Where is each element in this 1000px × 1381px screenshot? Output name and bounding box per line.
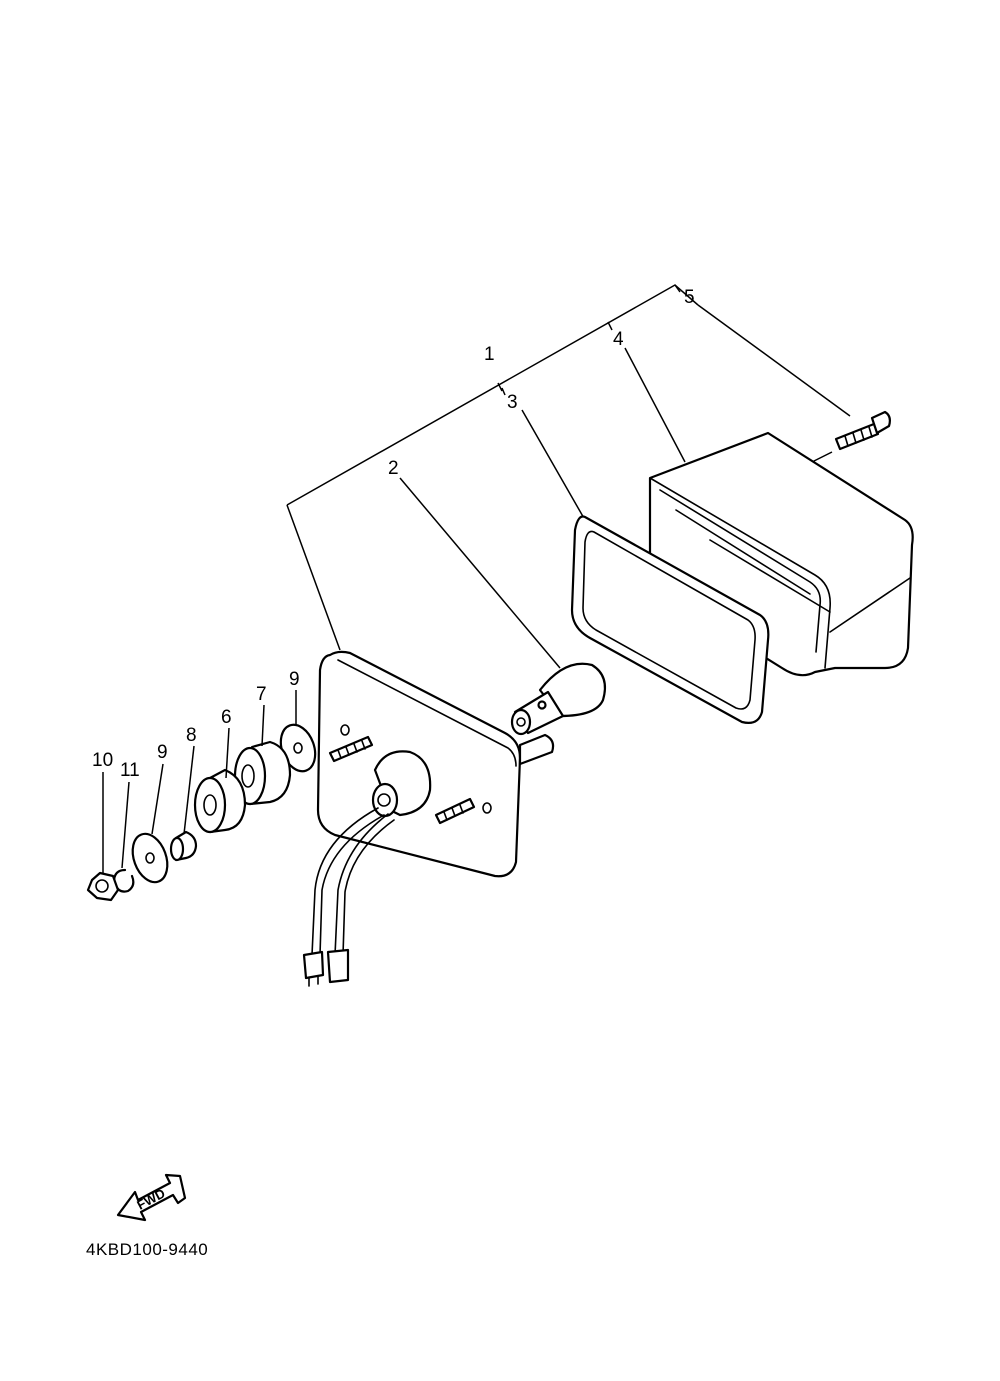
callout-5: 5: [684, 287, 695, 308]
callout-8: 8: [186, 725, 197, 746]
diagram-code: 4KBD100-9440: [86, 1240, 209, 1259]
grommet: [233, 740, 292, 806]
callout-ticks: [102, 690, 297, 874]
lamp-base-plate: [302, 650, 555, 987]
leader-lines: [399, 304, 851, 669]
fwd-arrow-icon: FWD: [116, 1173, 187, 1222]
lock-washer: [112, 868, 135, 893]
bulb: [510, 662, 607, 736]
callout-3: 3: [507, 392, 518, 413]
gasket: [570, 515, 770, 724]
callout-labels: 1 2 3 4 5 6 7 8 9 9 10 11: [92, 287, 695, 781]
callout-9-upper: 9: [289, 669, 300, 690]
nut: [86, 871, 120, 902]
callout-1: 1: [484, 344, 495, 365]
assembly-bracket: [286, 284, 699, 651]
fwd-label: FWD: [134, 1186, 167, 1213]
callout-6: 6: [221, 707, 232, 728]
screw: [834, 410, 891, 451]
collar: [169, 830, 198, 862]
callout-10: 10: [92, 750, 113, 771]
washer-lower: [131, 832, 169, 884]
damper: [193, 768, 247, 834]
callout-7: 7: [256, 684, 267, 705]
callout-11: 11: [120, 760, 140, 781]
callout-4: 4: [613, 329, 624, 350]
callout-9-lower: 9: [157, 742, 168, 763]
callout-2: 2: [388, 458, 399, 479]
